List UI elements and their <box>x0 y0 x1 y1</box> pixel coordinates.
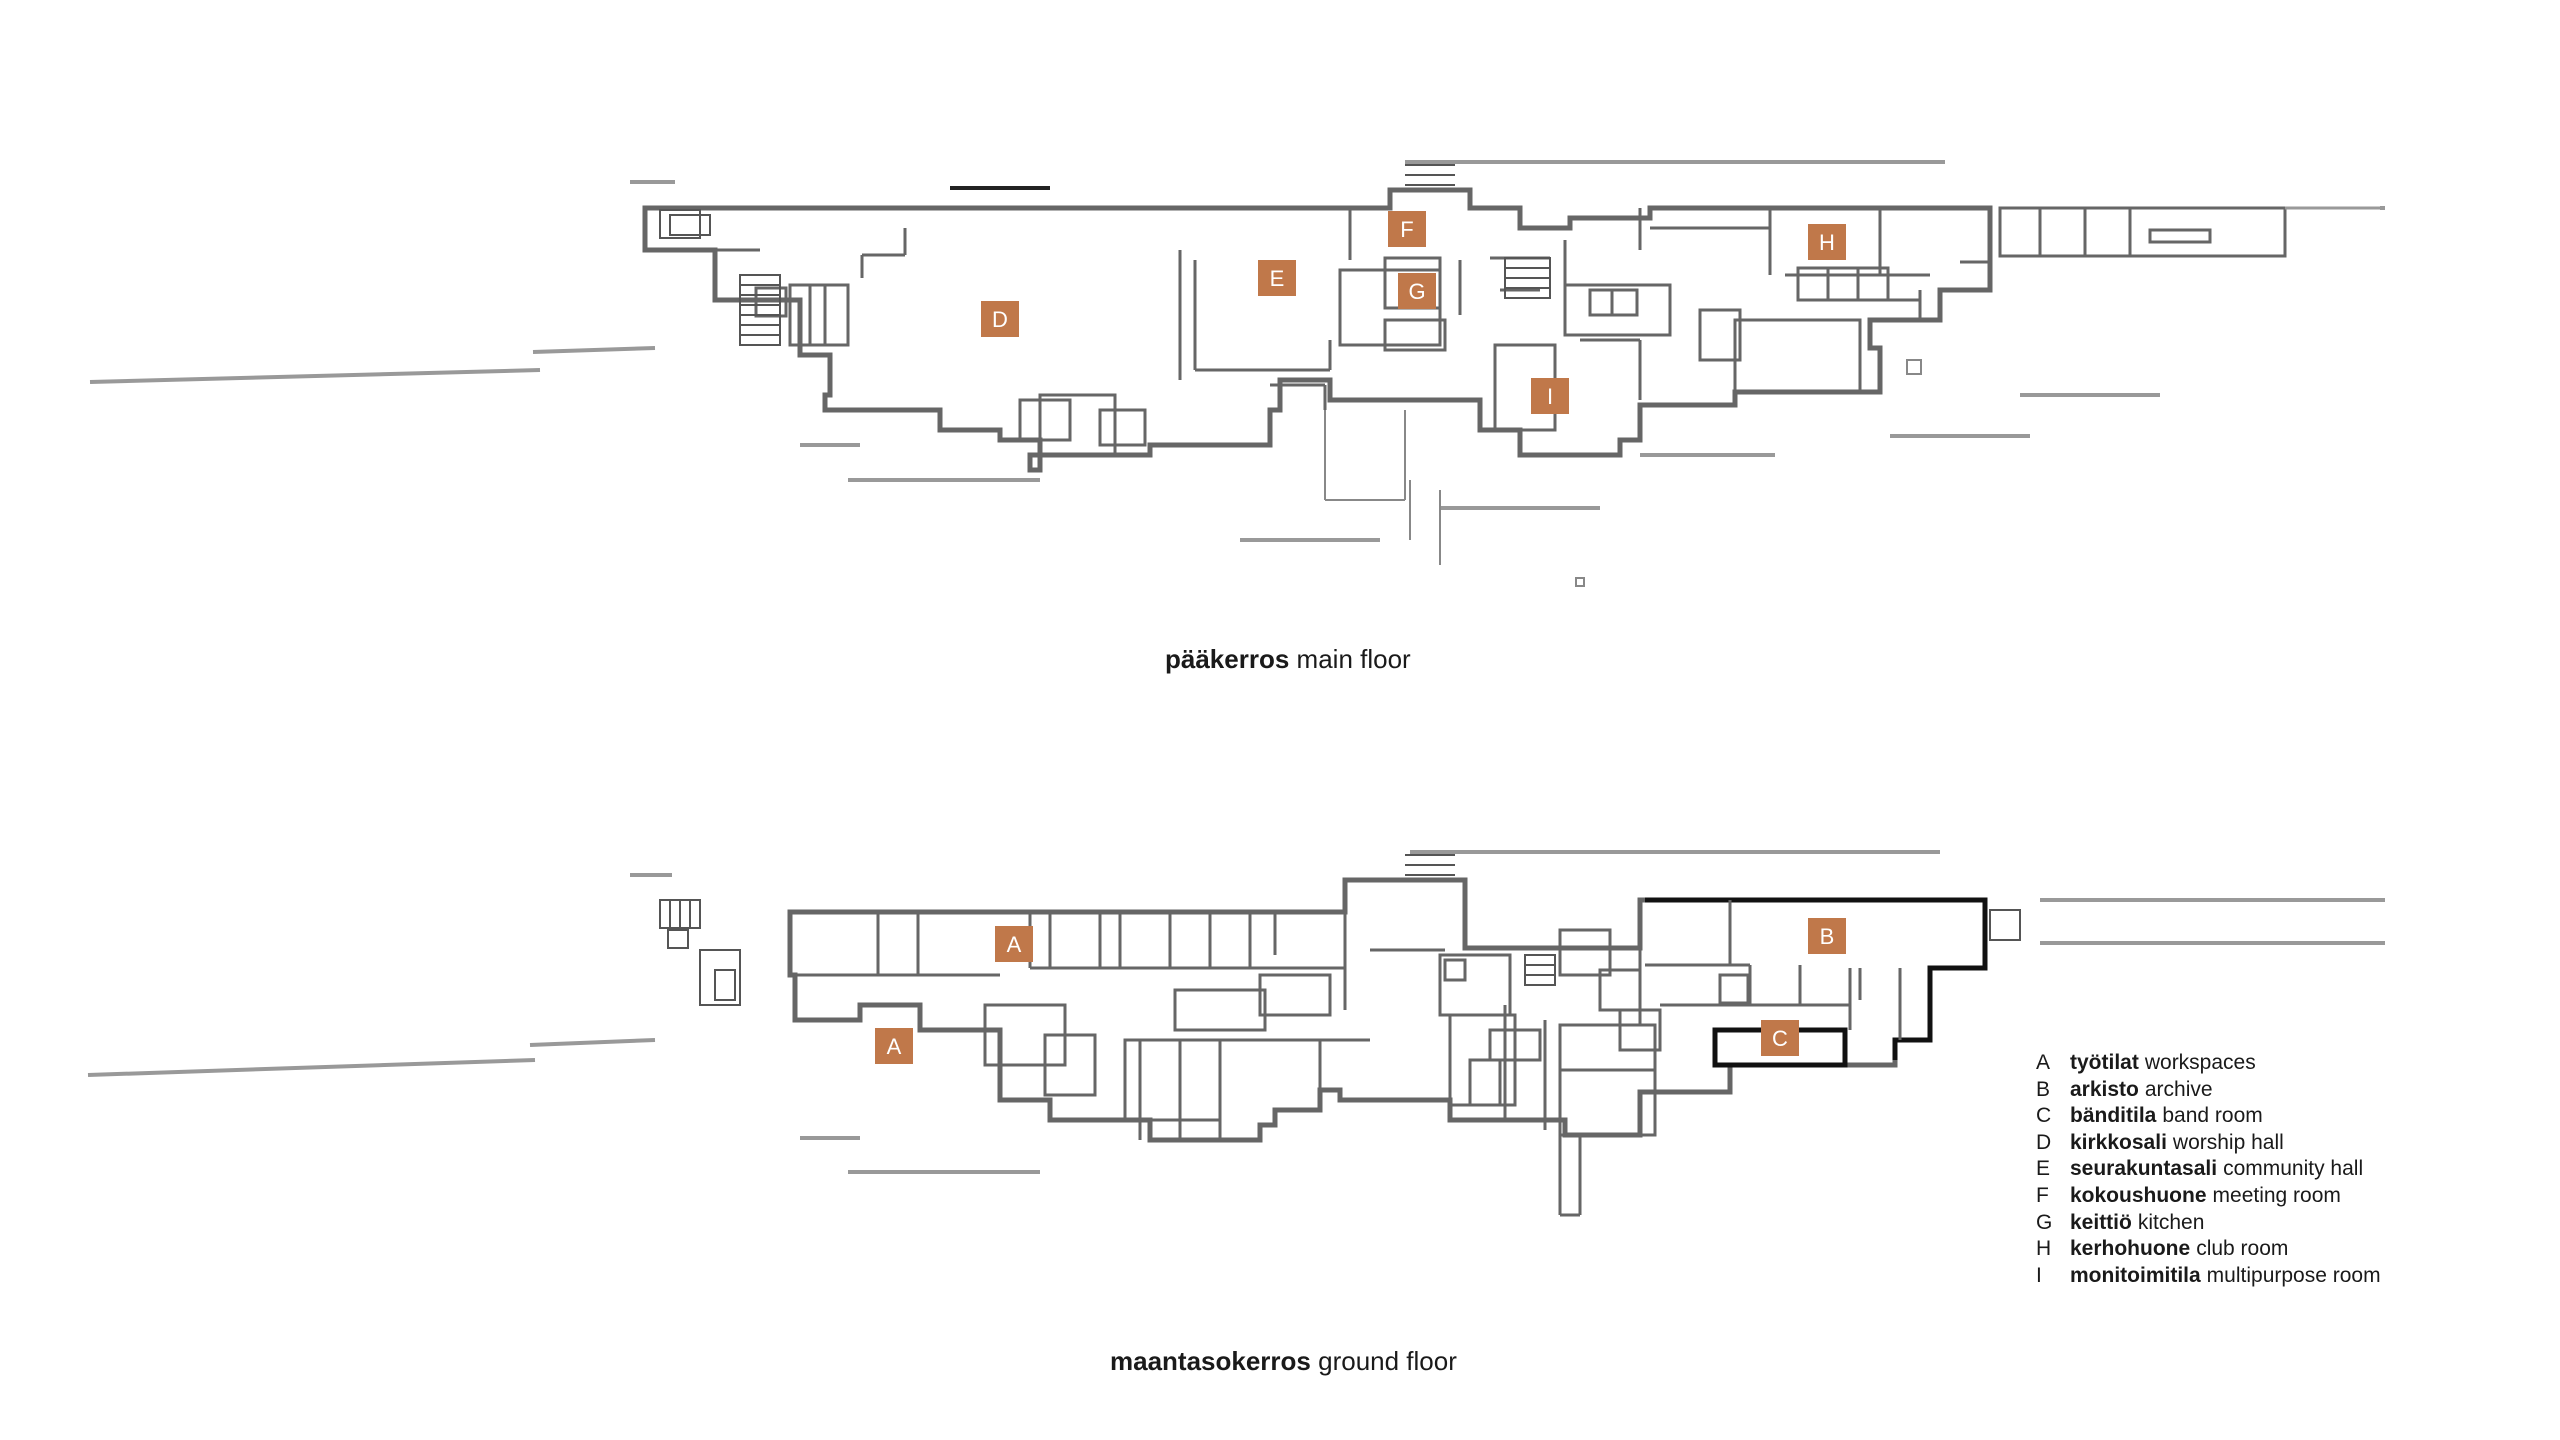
legend-name-fi: seurakuntasali <box>2070 1157 2218 1181</box>
ground-floor-interior-walls <box>790 900 1902 1217</box>
room-tag-b-label: B <box>1820 924 1835 949</box>
room-tag-f <box>1388 211 1426 247</box>
room-tag-a-upper-label: A <box>1007 932 1022 957</box>
legend-letter: I <box>2036 1263 2042 1287</box>
ground-floor-caption-en: ground floor <box>1318 1346 1457 1376</box>
main-floor-caption: pääkerros main floor <box>1165 644 1411 675</box>
legend-name-fi: monitoimitila <box>2070 1263 2201 1287</box>
ground-floor-stairs <box>659 854 2021 1006</box>
legend-letter: A <box>2036 1051 2051 1074</box>
main-floor-caption-fi: pääkerros <box>1165 644 1290 674</box>
room-tag-a-lower-label: A <box>887 1034 902 1059</box>
legend-name-fi: keittiö <box>2070 1210 2132 1234</box>
ground-floor-caption-fi: maantasokerros <box>1110 1346 1311 1376</box>
room-tag-c <box>1761 1020 1799 1056</box>
legend-name-en: band room <box>2162 1104 2263 1128</box>
room-tag-g-label: G <box>1408 279 1425 304</box>
legend-letter: E <box>2036 1157 2051 1181</box>
legend-name-fi: kokoushuone <box>2070 1183 2207 1207</box>
legend-name-en: kitchen <box>2137 1210 2205 1234</box>
site-lines <box>89 160 2385 542</box>
legend-name-en: archive <box>2144 1077 2213 1101</box>
main-floor-annex <box>1998 206 2385 258</box>
room-tag-d-label: D <box>992 307 1008 332</box>
main-floor-entrance <box>1324 359 1922 587</box>
legend-name-fi: työtilat <box>2070 1051 2139 1074</box>
main-floor-caption-en: main floor <box>1296 644 1411 674</box>
legend-letter: D <box>2036 1130 2052 1154</box>
room-tag-e-label: E <box>1270 266 1285 291</box>
main-floor-outer-wall <box>642 187 1993 473</box>
ground-floor-caption: maantasokerros ground floor <box>1110 1346 1457 1377</box>
legend-name-fi: kirkkosali <box>2070 1130 2167 1154</box>
room-tag-a-upper <box>995 926 1033 962</box>
ground-floor-plan: A A B C <box>87 850 2385 1217</box>
legend-letter: H <box>2036 1237 2052 1261</box>
room-tag-d <box>981 301 1019 337</box>
legend-letter: F <box>2036 1183 2049 1207</box>
room-tag-e <box>1258 260 1296 296</box>
room-tag-c-label: C <box>1772 1026 1788 1051</box>
room-tag-f-label: F <box>1400 217 1413 242</box>
ground-site-lines <box>87 850 2385 1174</box>
legend-name-en: worship hall <box>2172 1130 2284 1154</box>
main-floor-plan: D E F G H I <box>89 160 2385 587</box>
main-floor-room-tags: D E F G H I <box>981 211 1846 414</box>
legend-name-en: multipurpose room <box>2206 1263 2381 1287</box>
room-tag-g <box>1398 273 1436 309</box>
room-tag-i-label: I <box>1547 384 1553 409</box>
legend-name-fi: kerhohuone <box>2070 1237 2191 1261</box>
main-floor-stairs <box>659 164 1551 346</box>
main-floor-interior-walls <box>715 208 1990 457</box>
legend-name-fi: arkisto <box>2070 1077 2139 1101</box>
room-tag-h-label: H <box>1819 230 1835 255</box>
legend-name-en: club room <box>2196 1237 2289 1261</box>
legend-letter: B <box>2036 1077 2051 1101</box>
legend-letter: G <box>2036 1210 2053 1234</box>
band-room-wall <box>1712 1027 1848 1068</box>
legend-name-en: meeting room <box>2212 1183 2341 1207</box>
ground-floor-outer-wall <box>787 877 1988 1143</box>
legend-name-en: workspaces <box>2144 1051 2256 1074</box>
room-tag-h <box>1808 224 1846 260</box>
room-tag-a-lower <box>875 1028 913 1064</box>
archive-wall <box>1645 897 1988 1060</box>
legend-name-en: community hall <box>2223 1157 2364 1181</box>
legend-name-fi: bänditila <box>2070 1104 2157 1128</box>
room-tag-b <box>1808 918 1846 954</box>
legend-letter: C <box>2036 1104 2052 1128</box>
ground-floor-room-tags: A A B C <box>875 918 1846 1064</box>
room-tag-i <box>1531 378 1569 414</box>
